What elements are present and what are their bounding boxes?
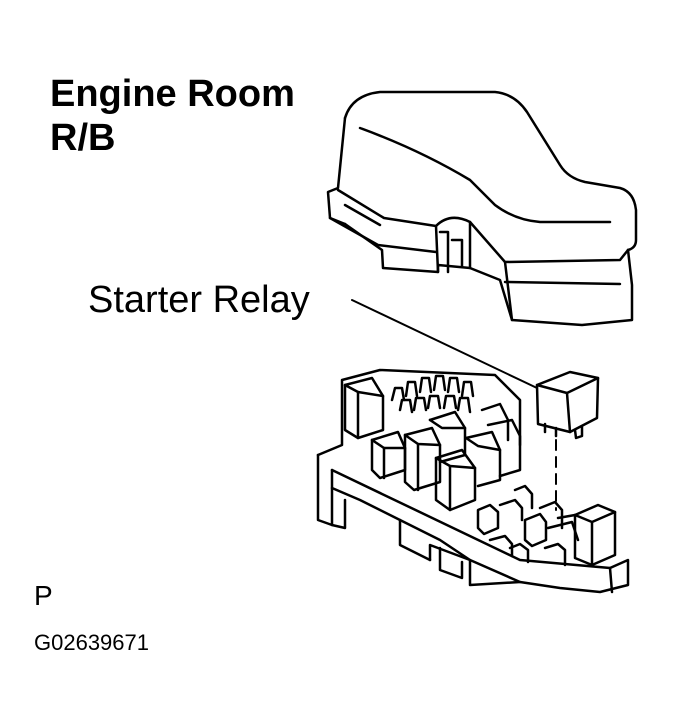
title-line-1: Engine Room bbox=[50, 73, 295, 115]
figure-id: G02639671 bbox=[34, 630, 149, 655]
view-code-label: P bbox=[34, 580, 53, 611]
diagram-title: Engine Room R/B bbox=[50, 72, 295, 160]
relay-block-base bbox=[316, 368, 630, 594]
starter-relay bbox=[535, 370, 600, 511]
title-line-2: R/B bbox=[50, 117, 116, 159]
leader-line bbox=[351, 299, 538, 389]
relay-block-cover bbox=[326, 90, 638, 327]
starter-relay-label: Starter Relay bbox=[88, 279, 310, 321]
